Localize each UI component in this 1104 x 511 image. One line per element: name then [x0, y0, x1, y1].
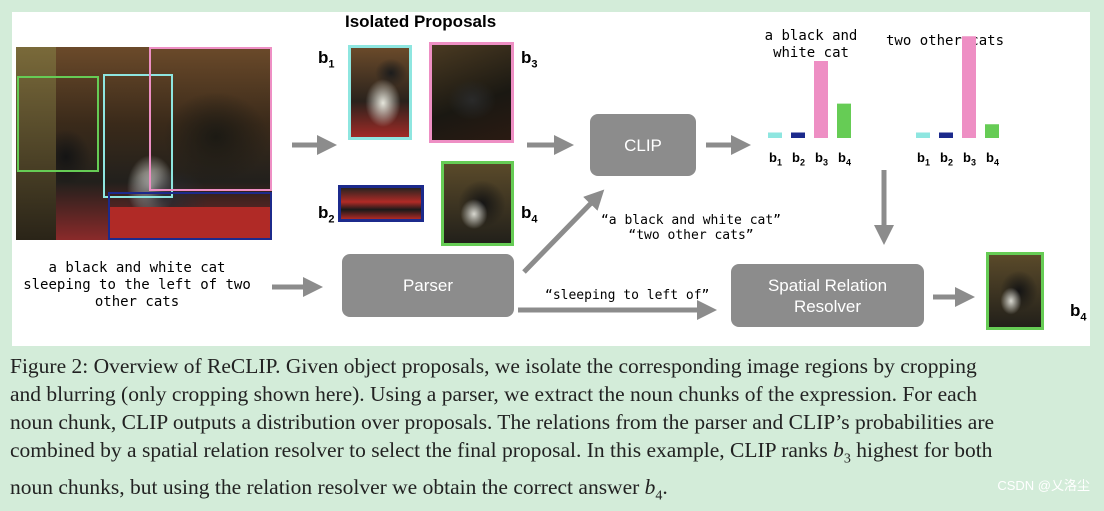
proposal-box-b2 [108, 192, 272, 240]
chart1-title: a black and white cat [764, 28, 858, 61]
tick-label-b3: b3 [815, 150, 828, 168]
tick-label-b4: b4 [838, 150, 851, 168]
figure-caption: Figure 2: Overview of ReCLIP. Given obje… [10, 354, 995, 504]
proposal-box-b4 [17, 76, 99, 172]
proposal-box-b1 [103, 74, 173, 198]
bar-b3 [962, 36, 976, 138]
output-label-b4: b4 [1070, 301, 1087, 324]
label-b3: b3 [521, 48, 538, 71]
scene-photo [16, 47, 272, 240]
proposal-box-b3 [149, 47, 272, 191]
tick-label-b1: b1 [917, 150, 930, 168]
label-b4: b4 [521, 203, 538, 226]
label-b2: b2 [318, 203, 335, 226]
bar-chart-1 [768, 61, 851, 138]
bar-b2 [791, 132, 805, 138]
arrow-parser-to-clip [522, 189, 605, 274]
crop-b4 [441, 161, 514, 246]
tick-label-b2: b2 [940, 150, 953, 168]
csdn-watermark: CSDN @乂洛尘 [997, 478, 1090, 493]
bar-b1 [768, 132, 782, 138]
label-b1: b1 [318, 48, 335, 71]
bar-b4 [837, 103, 851, 138]
bar-b3 [814, 61, 828, 138]
bar-chart-2 [916, 36, 999, 138]
bar-b4 [985, 124, 999, 138]
tick-label-b4: b4 [986, 150, 999, 168]
parser-node: Parser [342, 254, 514, 317]
relation-text: “sleeping to left of” [545, 288, 710, 303]
referring-expression: a black and white cat sleeping to the le… [23, 260, 251, 310]
isolated-proposals-title: Isolated Proposals [345, 12, 497, 31]
tick-label-b1: b1 [769, 150, 782, 168]
tick-label-b2: b2 [792, 150, 805, 168]
noun-chunks-text: “a black and white cat” “two other cats” [600, 213, 781, 243]
crop-b1 [348, 45, 412, 140]
output-crop-b4 [986, 252, 1044, 330]
clip-node: CLIP [590, 114, 696, 176]
bar-b2 [939, 132, 953, 138]
tick-label-b3: b3 [963, 150, 976, 168]
crop-b3 [429, 42, 514, 143]
crop-b2 [338, 185, 424, 222]
bar-b1 [916, 132, 930, 138]
